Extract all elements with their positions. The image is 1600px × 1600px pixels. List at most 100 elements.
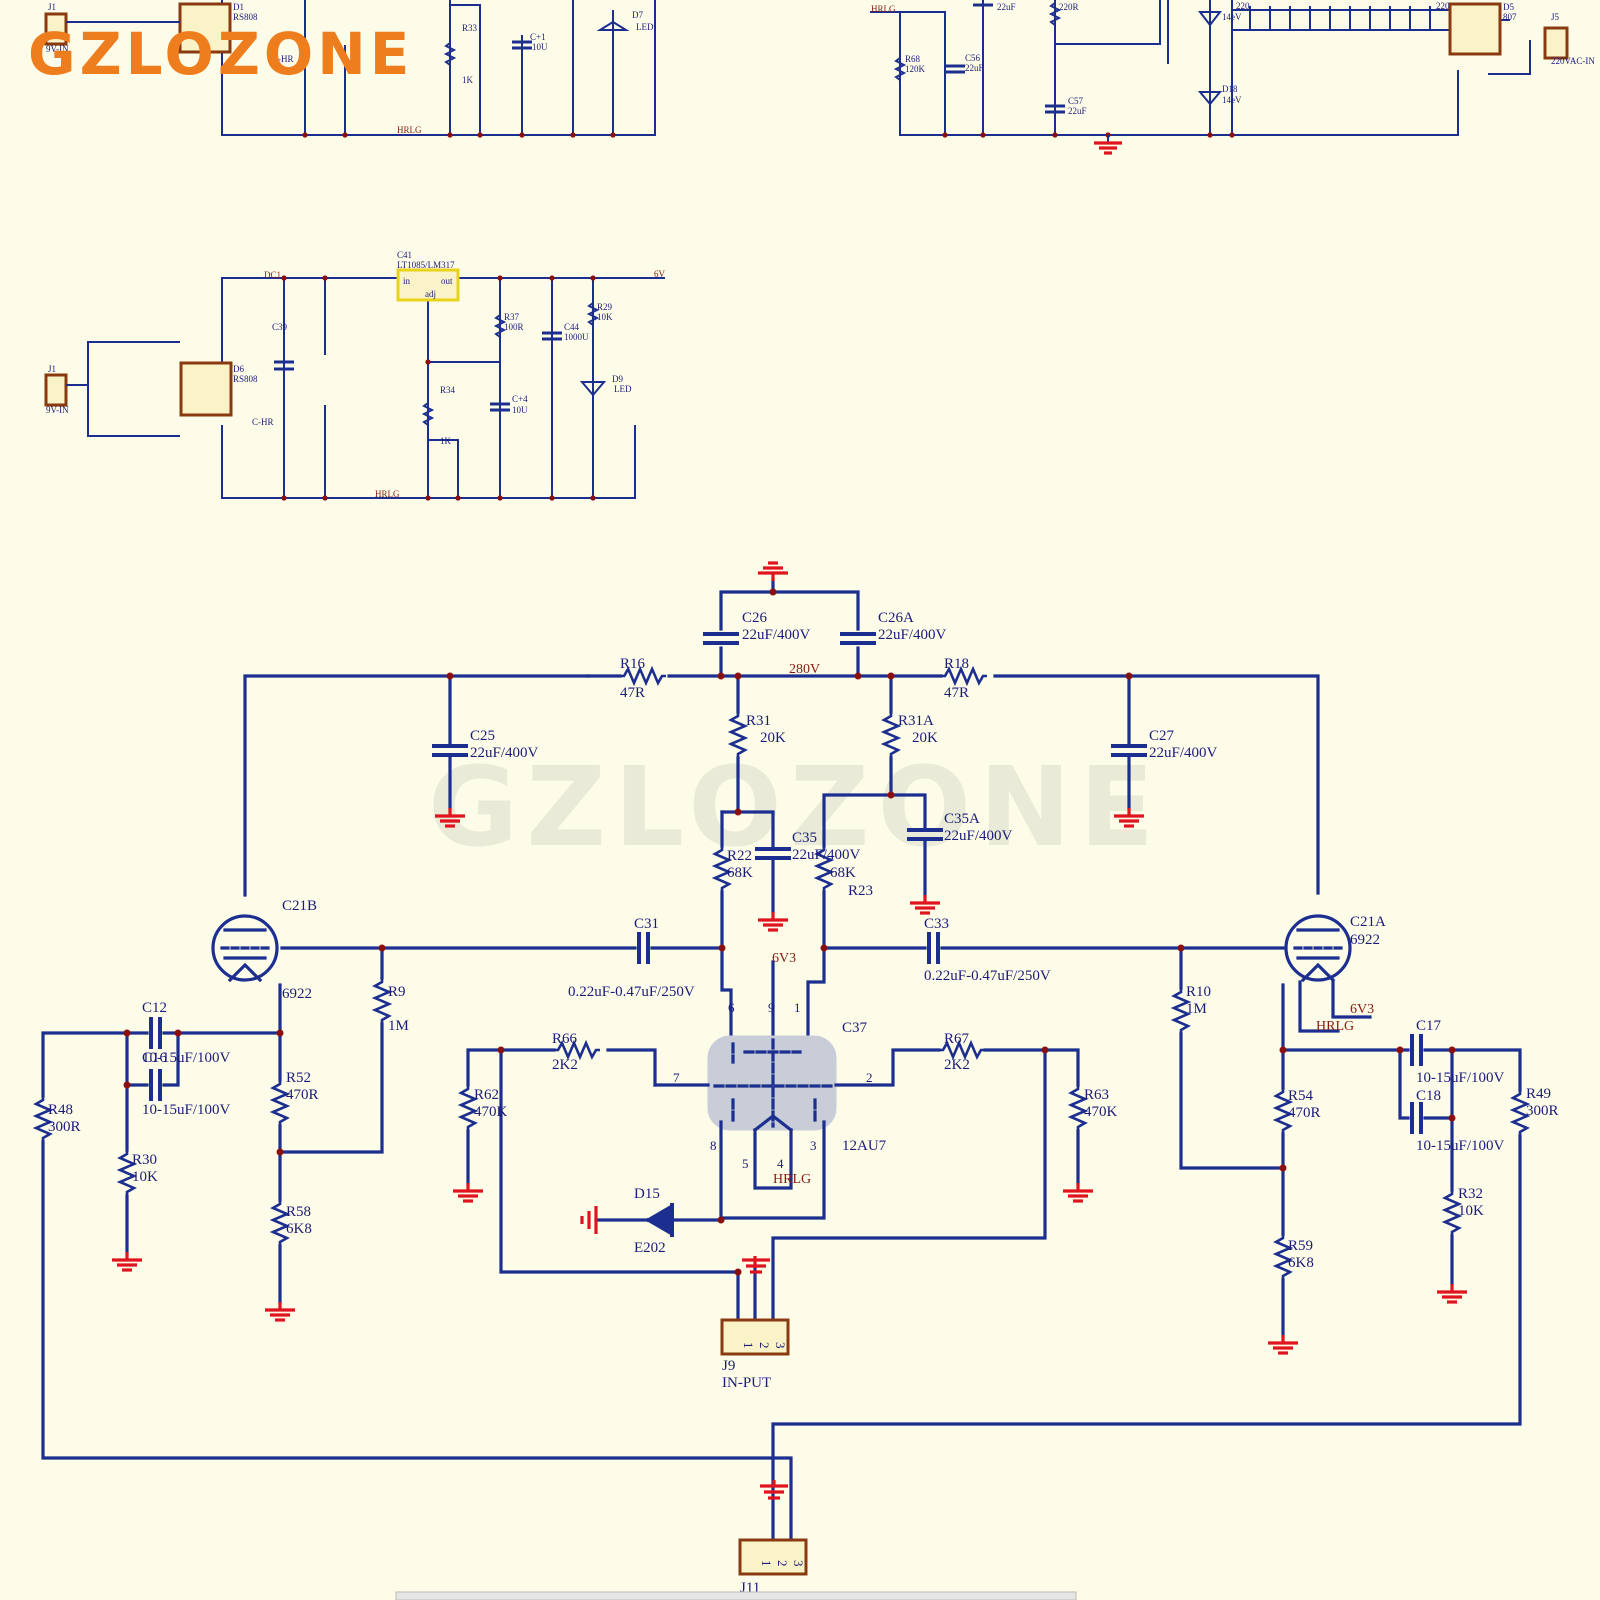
r31a-value: 20K xyxy=(912,730,938,746)
tube-rail-label: HRLG xyxy=(773,1172,811,1187)
c25-label: C25 xyxy=(470,728,495,744)
c31-value: 0.22uF-0.47uF/250V xyxy=(568,984,695,1000)
r30-label: R30 xyxy=(132,1152,157,1168)
hv-rail-label: 280V xyxy=(789,662,820,677)
c1-label: C+1 xyxy=(530,32,546,42)
c25-value: 22uF/400V xyxy=(470,745,539,761)
connector-j9 xyxy=(720,1318,790,1356)
tube-12au7 xyxy=(707,1035,837,1220)
c12-label: C12 xyxy=(142,1000,167,1016)
r49-label: R49 xyxy=(1526,1086,1551,1102)
c27-label: C27 xyxy=(1149,728,1175,744)
r33-label: R33 xyxy=(462,23,478,33)
r16-value: 47R xyxy=(620,685,645,701)
r10-label: R10 xyxy=(1186,984,1211,1000)
r-value: 220R xyxy=(1059,2,1079,12)
c-hr-mid-label: C-HR xyxy=(252,417,274,427)
r29-value: 10K xyxy=(597,312,613,322)
d15-part: E202 xyxy=(634,1240,666,1256)
tube-part-label: 12AU7 xyxy=(842,1138,887,1154)
j9-pin-2: 2 xyxy=(757,1342,772,1349)
tube-pin-1: 1 xyxy=(794,1000,801,1015)
r9-label: R9 xyxy=(388,984,406,1000)
r22-value: 68K xyxy=(727,865,753,881)
r16-label: R16 xyxy=(620,656,646,672)
r59-label: R59 xyxy=(1288,1238,1313,1254)
r63-resistor xyxy=(1069,1083,1087,1133)
c18-label: C18 xyxy=(1416,1088,1441,1104)
d7-label: D7 xyxy=(632,10,643,20)
c44-label: C44 xyxy=(564,322,580,332)
c-hr-label: C-HR xyxy=(272,54,294,64)
regulator-lm317 xyxy=(396,268,460,302)
r31-label: R31 xyxy=(746,713,771,729)
bridge-rectifier-d6 xyxy=(179,361,233,417)
r66-label: R66 xyxy=(552,1031,578,1047)
regulator-in-pin: in xyxy=(403,276,411,286)
bridge-rectifier-d1 xyxy=(178,2,232,54)
c33-value: 0.22uF-0.47uF/250V xyxy=(924,968,1051,984)
cap-bank-left: 220 xyxy=(1236,1,1250,11)
j1-mid-label: J1 xyxy=(48,364,56,374)
c57-value: 22uF xyxy=(1068,106,1087,116)
r37-label: R37 xyxy=(504,312,520,322)
j9-pin-1: 1 xyxy=(741,1342,756,1349)
d15-label: D15 xyxy=(634,1186,660,1202)
r48-value: 300R xyxy=(48,1119,81,1135)
tube-pin-6: 6 xyxy=(728,1000,735,1015)
c35-value: 22uF/400V xyxy=(792,847,861,863)
d1-part: RS808 xyxy=(233,12,258,22)
j11-pin-3: 3 xyxy=(791,1560,806,1567)
c35a-value: 22uF/400V xyxy=(944,828,1013,844)
regulator-out-pin: out xyxy=(441,276,453,286)
r68-value: 120K xyxy=(905,64,926,74)
horizontal-scrollbar[interactable] xyxy=(395,1591,1077,1600)
tube-pin-8: 8 xyxy=(710,1138,717,1153)
connector-j1-mid xyxy=(44,373,68,407)
d7-type: LED xyxy=(636,22,654,32)
c35a-label: C35A xyxy=(944,811,980,827)
j5-input-label: 220VAC-IN xyxy=(1551,56,1595,66)
c21a-label: C21A xyxy=(1350,914,1386,930)
c17-label: C17 xyxy=(1416,1018,1442,1034)
c39-label: C39 xyxy=(272,322,288,332)
j5-label: J5 xyxy=(1551,12,1560,22)
r34-value: 1K xyxy=(440,436,452,446)
r52-resistor xyxy=(271,1078,289,1128)
r32-value: 10K xyxy=(1458,1203,1484,1219)
bridge-rectifier-d5 xyxy=(1448,2,1502,56)
r31a-label: R31A xyxy=(898,713,934,729)
r66-value: 2K2 xyxy=(552,1057,578,1073)
c16-label: C16 xyxy=(142,1050,168,1066)
d-top-value: 14eV xyxy=(1222,12,1242,22)
connector-j5 xyxy=(1543,26,1569,60)
regulator-part: LT1085/LM317 xyxy=(397,260,455,270)
r58-label: R58 xyxy=(286,1204,311,1220)
tube-pin-9: 9 xyxy=(768,1000,775,1015)
c4-value: 10U xyxy=(512,405,528,415)
r49-value: 300R xyxy=(1526,1103,1559,1119)
r10-value: 1M xyxy=(1186,1001,1207,1017)
r62-label: R62 xyxy=(474,1087,499,1103)
d5-part: 807 xyxy=(1503,12,1517,22)
c1-value: 10U xyxy=(532,42,548,52)
c35-label: C35 xyxy=(792,830,817,846)
j9-label: J9 xyxy=(722,1358,735,1374)
connector-j11 xyxy=(738,1538,808,1576)
d6-part: RS808 xyxy=(233,374,258,384)
c56-label: C56 xyxy=(965,53,981,63)
d18-value: 14eV xyxy=(1222,95,1242,105)
cap-bank-right: 220 xyxy=(1436,1,1450,11)
c37-label: C37 xyxy=(842,1020,868,1036)
c16-value: 10-15uF/100V xyxy=(142,1102,231,1118)
c26-value: 22uF/400V xyxy=(742,627,811,643)
connector-j1-top xyxy=(44,12,68,46)
r58-resistor xyxy=(271,1198,289,1248)
r23-label: R23 xyxy=(848,883,873,899)
capacitor-bank xyxy=(1249,6,1431,30)
r34-label: R34 xyxy=(440,385,456,395)
j9-function: IN-PUT xyxy=(722,1375,771,1391)
c57-label: C57 xyxy=(1068,96,1084,106)
hrlg-rail-top-right: HRLG xyxy=(871,4,896,14)
d9-label: D9 xyxy=(612,374,623,384)
